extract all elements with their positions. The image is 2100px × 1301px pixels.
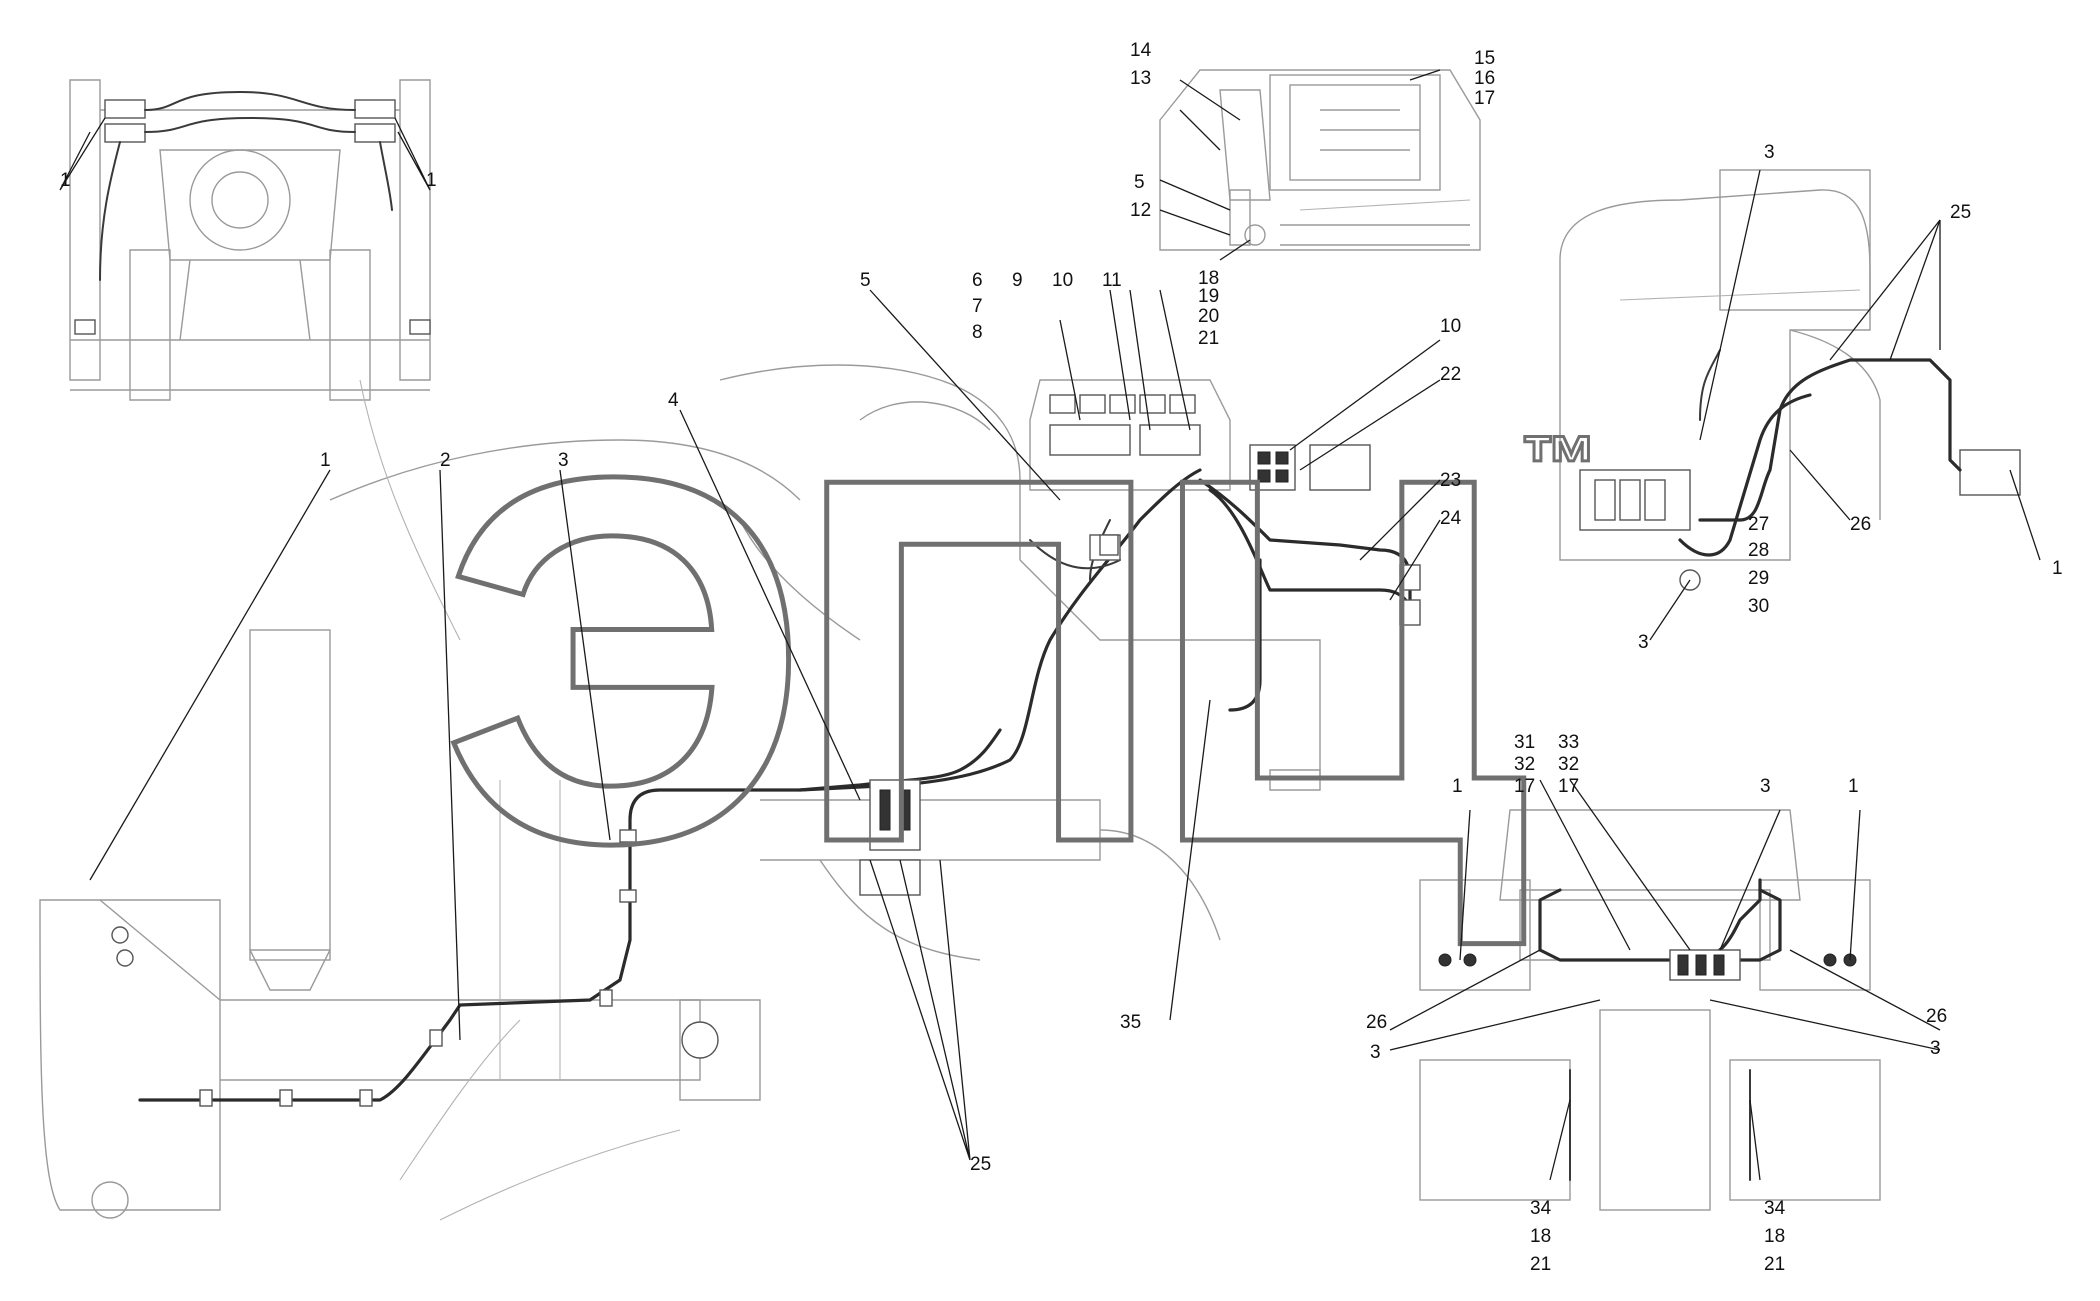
callout-1: 1 [1848,776,1859,797]
watermark-trademark: ™ [1520,419,1598,507]
callout-25: 25 [970,1154,991,1175]
callout-1: 1 [426,170,437,191]
callout-3: 3 [1370,1042,1381,1063]
callout-30: 30 [1748,596,1769,617]
callout-21: 21 [1764,1254,1785,1275]
callout-1: 1 [2052,558,2063,579]
callout-35: 35 [1120,1012,1141,1033]
callout-19: 19 [1198,286,1219,307]
callout-29: 29 [1748,568,1769,589]
callout-26: 26 [1850,514,1871,535]
view-tractor-side [39,364,1421,1221]
callout-31: 31 [1514,732,1535,753]
callout-22: 22 [1440,364,1461,385]
watermark: ЭПЦ ™ [438,368,1600,954]
callouts: 1 1 1 1 1 1 2 3 3 3 3 3 3 4 5 5 6 7 8 9 … [59,40,2063,1275]
callout-26: 26 [1926,1006,1947,1027]
callout-1: 1 [320,450,331,471]
callout-15: 15 [1474,48,1495,69]
callout-32: 32 [1514,754,1535,775]
view-rear-hitch [69,79,431,401]
callout-3: 3 [1638,632,1649,653]
callout-9: 9 [1012,270,1023,291]
callout-5: 5 [860,270,871,291]
callout-25: 25 [1950,202,1971,223]
callout-18: 18 [1764,1226,1785,1247]
callout-21: 21 [1198,328,1219,349]
callout-1: 1 [60,170,71,191]
callout-20: 20 [1198,306,1219,327]
callout-3: 3 [1764,142,1775,163]
callout-21: 21 [1530,1254,1551,1275]
callout-3: 3 [1930,1038,1941,1059]
callout-28: 28 [1748,540,1769,561]
callout-17: 17 [1474,88,1495,109]
callout-3: 3 [1760,776,1771,797]
callout-18: 18 [1198,268,1219,289]
callout-2: 2 [440,450,451,471]
callout-14: 14 [1130,40,1152,61]
callout-32: 32 [1558,754,1579,775]
callout-13: 13 [1130,68,1151,89]
callout-33: 33 [1558,732,1579,753]
callout-24: 24 [1440,508,1462,529]
callout-23: 23 [1440,470,1461,491]
callout-18: 18 [1530,1226,1551,1247]
watermark-text: ЭПЦ [440,370,1530,951]
callout-17: 17 [1514,776,1535,797]
callout-10: 10 [1440,316,1461,337]
callout-4: 4 [668,390,679,411]
callout-3: 3 [558,450,569,471]
view-tractor-front [1419,809,1881,1211]
callout-16: 16 [1474,68,1495,89]
callout-11: 11 [1102,270,1122,291]
callout-1: 1 [1452,776,1463,797]
callout-7: 7 [972,296,983,317]
callout-12: 12 [1130,200,1151,221]
callout-5: 5 [1134,172,1145,193]
callout-10: 10 [1052,270,1073,291]
callout-27: 27 [1748,514,1769,535]
callout-34: 34 [1530,1198,1552,1219]
view-cab-side-distributor [1559,169,2021,591]
callout-8: 8 [972,322,983,343]
callout-26: 26 [1366,1012,1387,1033]
callout-34: 34 [1764,1198,1786,1219]
callout-17: 17 [1558,776,1579,797]
callout-6: 6 [972,270,983,291]
view-control-panel-detail [1159,69,1481,251]
